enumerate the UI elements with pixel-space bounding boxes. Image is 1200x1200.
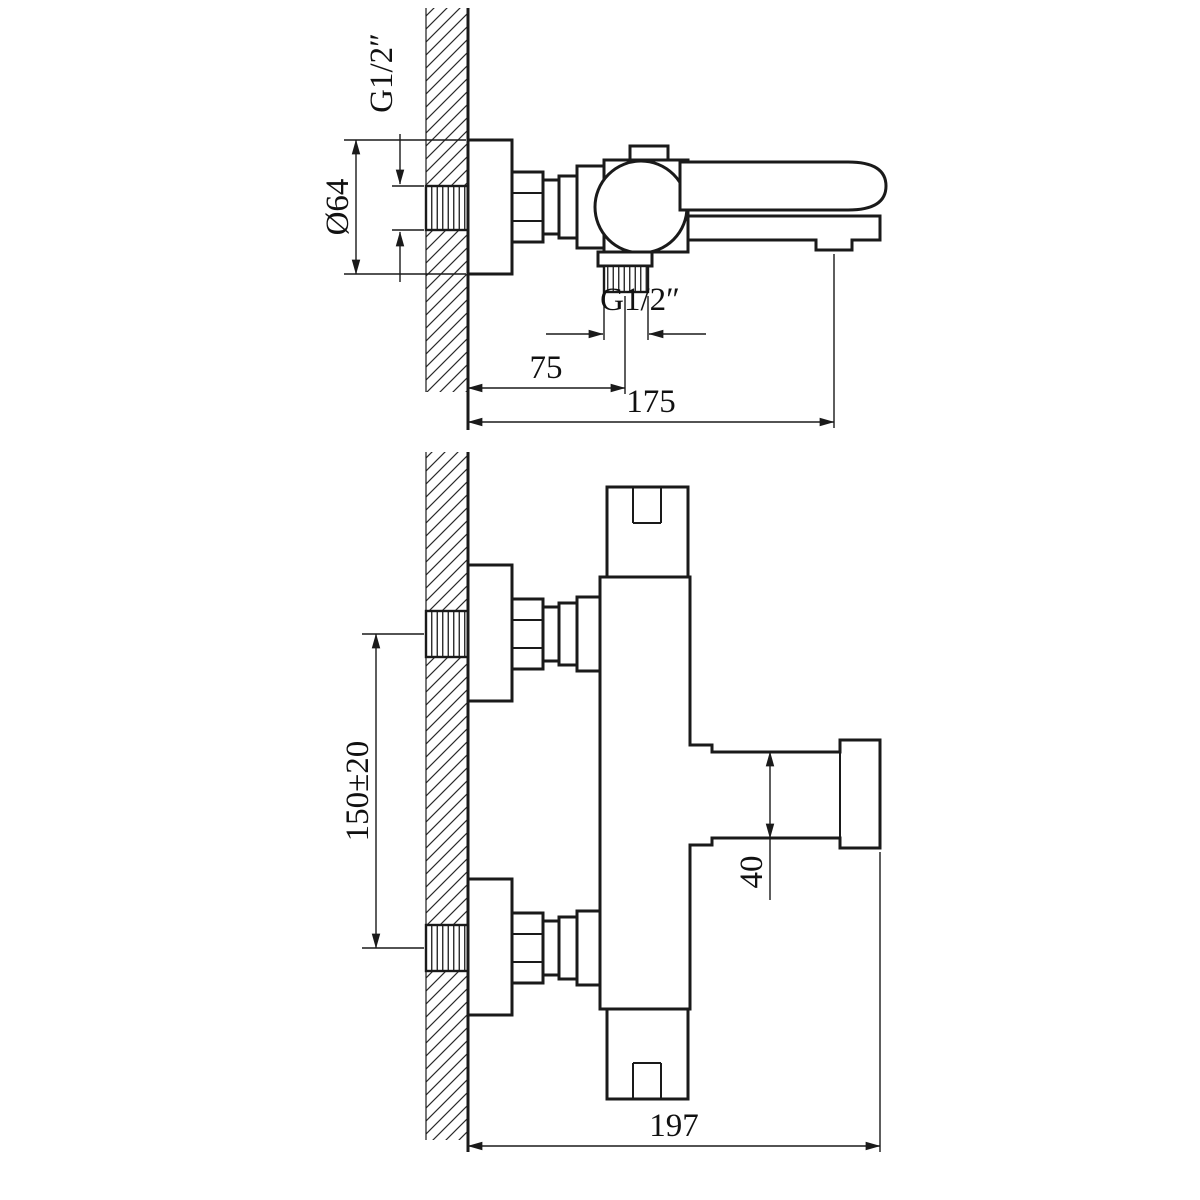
wall-hatch xyxy=(426,452,468,1140)
dim-wall-thread: G1/2″ xyxy=(364,33,424,282)
cartridge-circle xyxy=(593,159,689,255)
connector-nut xyxy=(510,170,545,244)
escutcheon-flange xyxy=(466,138,514,276)
dim-150: 150±20 xyxy=(340,633,424,949)
pipe-spacing-label: 150±20 xyxy=(340,741,376,842)
wall-thread-label: G1/2″ xyxy=(364,33,400,113)
flange-diameter-label: Ø64 xyxy=(320,179,356,236)
wall-to-spout-label: 175 xyxy=(626,384,676,420)
side-view-dimensions: G1/2″ Ø64 G1/2″ 75 xyxy=(320,33,835,428)
cap-tab xyxy=(628,144,670,162)
lever-handle-side xyxy=(678,160,888,212)
dim-40: 40 xyxy=(734,751,775,900)
bottom-handle-cap xyxy=(605,1007,690,1101)
mixer-column-body xyxy=(598,575,882,1011)
spout-height-label: 40 xyxy=(734,856,770,889)
bottom-outlet xyxy=(596,250,654,294)
sleeve-large xyxy=(557,174,579,240)
dim-175: 175 xyxy=(467,254,835,428)
wall-pipe-thread xyxy=(424,184,470,232)
faucet-front xyxy=(424,485,882,1101)
lower-supply xyxy=(424,877,602,1017)
wall-to-outlet-label: 75 xyxy=(530,350,563,386)
faucet-side xyxy=(424,138,888,294)
front-view: 150±20 40 197 xyxy=(340,452,882,1152)
sleeve-small xyxy=(541,178,561,236)
dim-outlet-thread: G1/2″ xyxy=(546,282,706,340)
overall-depth-label: 197 xyxy=(649,1108,699,1144)
top-handle-cap xyxy=(605,485,690,579)
upper-supply xyxy=(424,563,602,703)
spout-side xyxy=(686,214,882,252)
dim-flange-diameter: Ø64 xyxy=(320,139,466,275)
front-view-dimensions: 150±20 40 197 xyxy=(340,633,881,1152)
wall-section-front xyxy=(425,452,470,1152)
dim-75: 75 xyxy=(467,296,626,394)
side-view: G1/2″ Ø64 G1/2″ 75 xyxy=(320,8,888,430)
outlet-thread-label: G1/2″ xyxy=(600,282,680,318)
dim-197: 197 xyxy=(467,852,881,1152)
